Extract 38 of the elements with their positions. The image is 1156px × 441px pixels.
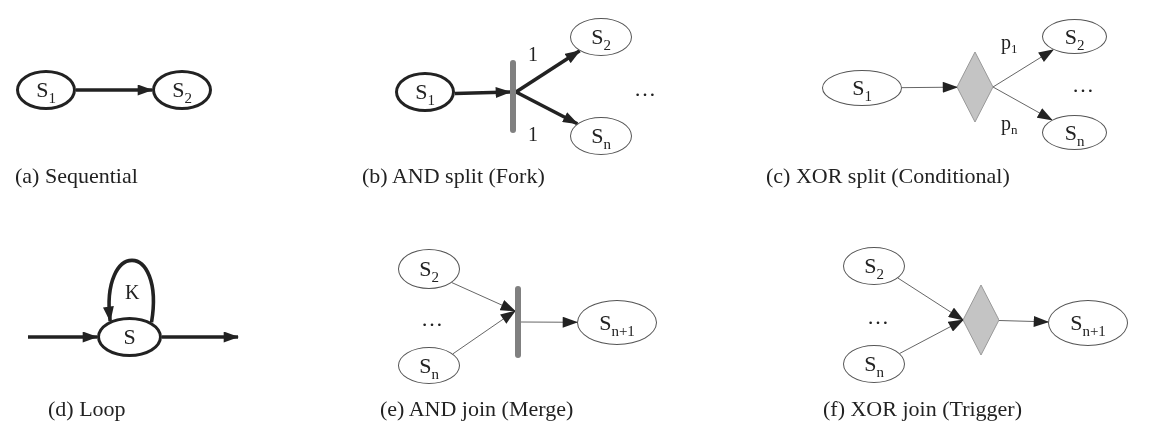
state-ellipse: S$_{n}$ <box>398 347 460 384</box>
state-ellipse: S$_{n+1}$ <box>577 300 657 345</box>
state-ellipse: S$_{1}$ <box>395 72 455 112</box>
state-ellipse: S$_{n}$ <box>843 345 905 383</box>
state-ellipse: S$_{1}$ <box>822 70 902 106</box>
decision-diamond <box>963 285 999 355</box>
ellipsis-mark: … <box>1072 74 1094 96</box>
panel-caption: (f) XOR join (Trigger) <box>823 398 1022 420</box>
ellipsis-mark: … <box>867 306 889 328</box>
ellipsis-mark: … <box>634 78 656 100</box>
state-ellipse: S$_{2}$ <box>1042 19 1107 54</box>
panel-caption: (d) Loop <box>48 398 126 420</box>
panel-caption: (a) Sequential <box>15 165 138 187</box>
arrow <box>515 49 581 94</box>
arrow <box>28 331 99 343</box>
ellipsis-mark: … <box>421 308 443 330</box>
state-ellipse: S$_{2}$ <box>843 247 905 285</box>
state-ellipse: S$_{n}$ <box>1042 115 1107 150</box>
panel-caption: (c) XOR split (Conditional) <box>766 165 1010 187</box>
state-ellipse: S$_{n+1}$ <box>1048 300 1128 346</box>
arrow <box>76 84 154 96</box>
sync-bar <box>515 286 521 358</box>
edge-label: 1 <box>527 124 539 144</box>
arrow <box>515 90 579 126</box>
sync-bar <box>510 60 516 133</box>
state-ellipse: S <box>97 317 162 357</box>
panel-caption: (e) AND join (Merge) <box>380 398 574 420</box>
arrow <box>162 331 240 343</box>
state-ellipse: S$_{2}$ <box>152 70 212 110</box>
edge-label: K <box>124 282 141 302</box>
decision-diamond <box>957 52 993 122</box>
state-ellipse: S$_{1}$ <box>16 70 76 110</box>
panel-caption: (b) AND split (Fork) <box>362 165 545 187</box>
edge-label: 1 <box>527 44 539 64</box>
state-ellipse: S$_{n}$ <box>570 117 632 155</box>
state-ellipse: S$_{2}$ <box>398 249 460 289</box>
arrow <box>454 86 512 98</box>
state-ellipse: S$_{2}$ <box>570 18 632 56</box>
